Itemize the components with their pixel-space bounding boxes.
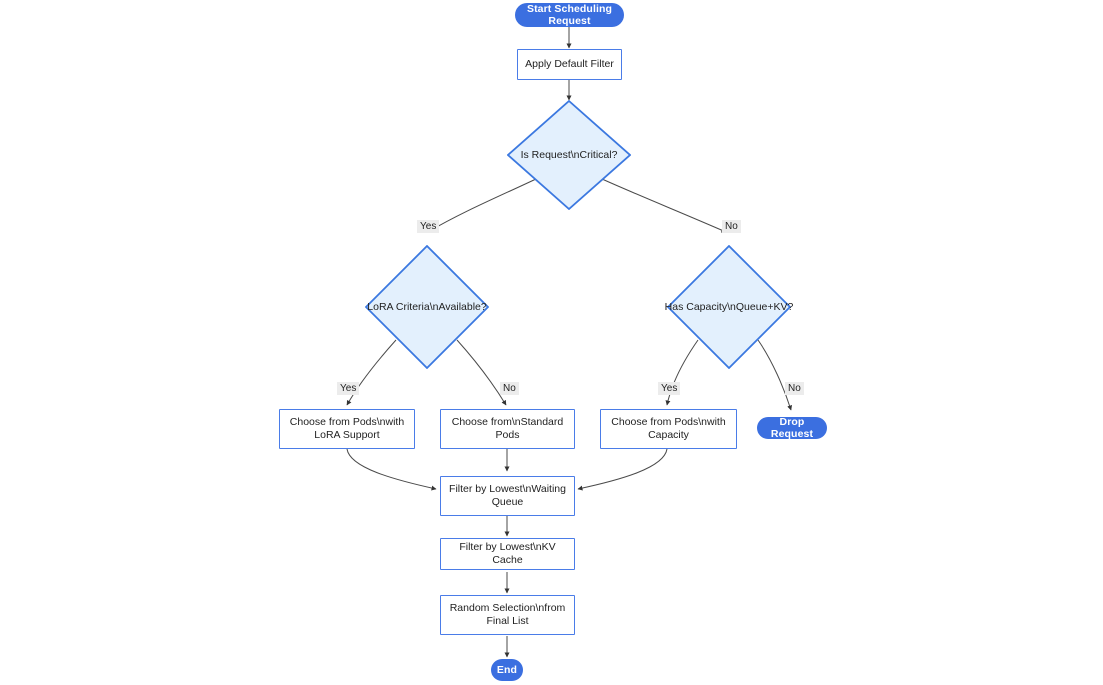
node-label-line2: Capacity [648, 429, 689, 441]
node-label: End [496, 664, 518, 676]
edge-label-text: Yes [340, 383, 357, 394]
edge-cappods-queue [577, 448, 668, 491]
diamond-shape [365, 245, 489, 369]
node-label: Filter by Lowest\nKV Cache [459, 541, 556, 566]
node-label: Has Capacity\nQueue+KV? [664, 301, 794, 313]
node-random-selection-from-final-list[interactable]: Random Selection\nfrom Final List [440, 595, 575, 635]
edge-label-capacity-no: No [785, 382, 804, 395]
node-lora-criteria-available[interactable]: LoRA Criteria\nAvailable? [365, 245, 489, 369]
node-label-line2: Final List [486, 615, 529, 627]
node-is-request-critical[interactable]: Is Request\nCritical? [507, 100, 631, 210]
node-end[interactable]: End [491, 659, 523, 681]
edge-label-capacity-yes: Yes [658, 382, 681, 395]
edge-label-text: Yes [420, 221, 437, 232]
node-apply-default-filter[interactable]: Apply Default Filter [517, 49, 622, 80]
node-label-line1: Random Selection\nfrom [449, 602, 566, 614]
node-label-line1: Choose from\nStandard [451, 416, 564, 428]
node-choose-from-standard-pods[interactable]: Choose from\nStandard Pods [440, 409, 575, 449]
edge-label-text: Yes [661, 383, 678, 394]
node-has-capacity-queue-kv[interactable]: Has Capacity\nQueue+KV? [664, 245, 794, 369]
node-label: Is Request\nCritical? [520, 149, 618, 161]
node-choose-from-pods-with-capacity[interactable]: Choose from Pods\nwith Capacity [600, 409, 737, 449]
edge-label-text: No [725, 221, 738, 232]
edge-label-lora-no: No [500, 382, 519, 395]
node-label-line1: Choose from Pods\nwith [611, 416, 726, 428]
edge-label-text: No [503, 383, 516, 394]
node-label: Start Scheduling Request [526, 3, 613, 27]
diamond-shape [507, 100, 631, 210]
node-label: Drop Request [770, 416, 814, 440]
edge-label-text: No [788, 383, 801, 394]
node-label-line2: Pods [495, 429, 520, 441]
edge-label-critical-yes: Yes [417, 220, 440, 233]
edge-label-lora-yes: Yes [337, 382, 360, 395]
node-filter-by-lowest-kv-cache[interactable]: Filter by Lowest\nKV Cache [440, 538, 575, 570]
node-label: LoRA Criteria\nAvailable? [367, 301, 487, 313]
node-label-line1: Choose from Pods\nwith [289, 416, 405, 428]
node-label-line2: LoRA Support [314, 429, 380, 441]
node-filter-by-lowest-waiting-queue[interactable]: Filter by Lowest\nWaiting Queue [440, 476, 575, 516]
edge-lorapods-queue [346, 448, 437, 491]
edge-label-critical-no: No [722, 220, 741, 233]
node-start-scheduling-request[interactable]: Start Scheduling Request [515, 3, 624, 27]
node-label: Apply Default Filter [525, 58, 614, 70]
diamond-shape [667, 245, 791, 369]
node-label-line2: Queue [491, 496, 524, 508]
node-choose-from-pods-with-lora-support[interactable]: Choose from Pods\nwith LoRA Support [279, 409, 415, 449]
node-drop-request[interactable]: Drop Request [757, 416, 827, 440]
node-label-line1: Filter by Lowest\nWaiting [449, 483, 566, 495]
